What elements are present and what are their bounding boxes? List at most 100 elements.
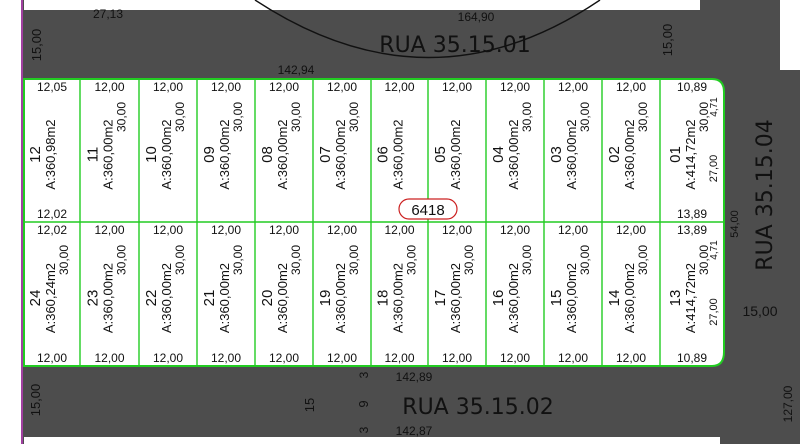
lot-side-dim: 30,00	[636, 245, 650, 275]
lot-front-dim: 12,00	[327, 80, 357, 94]
lot-side-dim: 30,00	[289, 102, 303, 132]
lot-front-dim: 12,05	[37, 80, 67, 94]
lot-front-dim: 12,00	[616, 80, 646, 94]
bottom-dim-2: 142,87	[396, 424, 433, 438]
lot-number: 05	[432, 146, 449, 163]
lot-front-dim: 12,00	[211, 223, 241, 237]
right-neighbour-strip	[780, 0, 800, 70]
lot-area: A:360,00m2	[333, 263, 348, 333]
lot-area: A:360,00m2	[506, 263, 521, 333]
lot-area: A:360,00m2	[159, 263, 174, 333]
lot-front-dim: 13,89	[677, 223, 707, 237]
lot-back-dim: 12,00	[327, 351, 357, 365]
lot-area: A:360,24m2	[43, 263, 58, 333]
lot-front-dim: 12,00	[442, 80, 472, 94]
lot-side-dim: 30,00	[347, 245, 361, 275]
lot-number: 09	[201, 146, 218, 163]
lot-front-dim: 12,02	[37, 223, 67, 237]
block-id-oval	[398, 198, 458, 220]
lot-number: 10	[143, 146, 160, 163]
top-neighbour-strip	[24, 0, 700, 10]
width-top-right: 15,00	[660, 24, 675, 57]
lot-area: A:360,00m2	[564, 119, 579, 189]
width-right-block: 54,00	[729, 210, 741, 238]
lot-side-dim: 30,00	[115, 102, 129, 132]
bottom-mark-3a: 3	[357, 371, 371, 378]
lot-area: A:360,98m2	[43, 119, 58, 189]
road-bottom	[22, 366, 800, 444]
lot-side-dim: 30,00	[578, 245, 592, 275]
lot-side-dim: 30,00	[697, 245, 711, 275]
bottom-mark-15: 15	[302, 398, 317, 412]
lot-area: A:360,00m2	[101, 263, 116, 333]
lot-back-dim: 10,89	[677, 351, 707, 365]
bottom-mark-9: 9	[356, 400, 371, 407]
lot-area: A:360,00m2	[333, 119, 348, 189]
street-right-label: RUA 35.15.04	[753, 119, 778, 270]
lot-number: 08	[259, 146, 276, 163]
lot-number: 06	[375, 146, 392, 163]
lot-back-dim: 12,00	[269, 351, 299, 365]
lot-back-dim: 12,02	[37, 207, 67, 221]
top-dim-1: 27,13	[93, 7, 123, 21]
lot-back-dim: 12,00	[616, 351, 646, 365]
lot-area: A:360,00m2	[622, 263, 637, 333]
lot-area: A:360,00m2	[391, 263, 406, 333]
lot-number: 23	[85, 290, 102, 307]
street-top-label: RUA 35.15.01	[379, 33, 530, 58]
lot-area: A:360,00m2	[391, 119, 406, 189]
lot-back-dim: 12,00	[442, 351, 472, 365]
lot-side-dim: 30,00	[347, 102, 361, 132]
lot-number: 07	[317, 146, 334, 163]
lot-front-dim: 12,00	[616, 223, 646, 237]
lot-side-dim: 30,00	[578, 102, 592, 132]
lot-area: A:360,00m2	[506, 119, 521, 189]
lot-front-dim: 12,00	[327, 223, 357, 237]
lot-number: 14	[606, 290, 623, 307]
lot-number: 03	[548, 146, 565, 163]
lot-number: 15	[548, 290, 565, 307]
lot-front-dim: 12,00	[558, 80, 588, 94]
lot-corner-dim: 4,71	[709, 97, 720, 117]
lot-area: A:360,00m2	[448, 119, 463, 189]
lot-front-dim: 12,00	[500, 80, 530, 94]
lot-side-dim: 30,00	[231, 102, 245, 132]
lot-number: 22	[143, 290, 160, 307]
lot-number: 21	[201, 290, 218, 307]
lot-area: A:360,00m2	[217, 263, 232, 333]
bottom-dim-1: 142,89	[396, 370, 433, 384]
lot-side2-dim: 27,00	[708, 155, 720, 183]
lot-side-dim: 30,00	[231, 245, 245, 275]
bottom-mark-3b: 3	[357, 426, 371, 433]
lot-front-dim: 12,00	[384, 80, 414, 94]
lot-number: 19	[317, 290, 334, 307]
top-dim-3: 142,94	[278, 63, 315, 77]
lot-back-dim: 12,00	[94, 351, 124, 365]
lot-area: A:360,00m2	[564, 263, 579, 333]
top-dim-2: 164,90	[458, 10, 495, 24]
lot-corner-dim: 4,71	[709, 240, 720, 260]
lot-number: 24	[27, 290, 44, 307]
lot-number: 01	[667, 146, 684, 163]
lot-back-dim: 12,00	[211, 351, 241, 365]
lot-area: A:360,00m2	[622, 119, 637, 189]
bottom-neighbour-strip	[24, 437, 720, 444]
lot-number: 04	[490, 146, 507, 163]
lot-front-dim: 12,00	[94, 223, 124, 237]
lot-area: A:414,72m2	[683, 263, 698, 333]
block-id-label: 6418	[411, 202, 444, 219]
lot-number: 17	[432, 290, 449, 307]
lot-area: A:360,00m2	[217, 119, 232, 189]
lot-side-dim: 30,00	[462, 245, 476, 275]
lot-side-dim: 30,00	[520, 102, 534, 132]
lot-side-dim: 30,00	[173, 102, 187, 132]
lot-back-dim: 12,00	[37, 351, 67, 365]
lot-area: A:360,00m2	[101, 119, 116, 189]
lot-back-dim: 12,00	[500, 351, 530, 365]
lot-front-dim: 10,89	[677, 80, 707, 94]
lot-front-dim: 12,00	[269, 80, 299, 94]
lot-area: A:360,00m2	[159, 119, 174, 189]
